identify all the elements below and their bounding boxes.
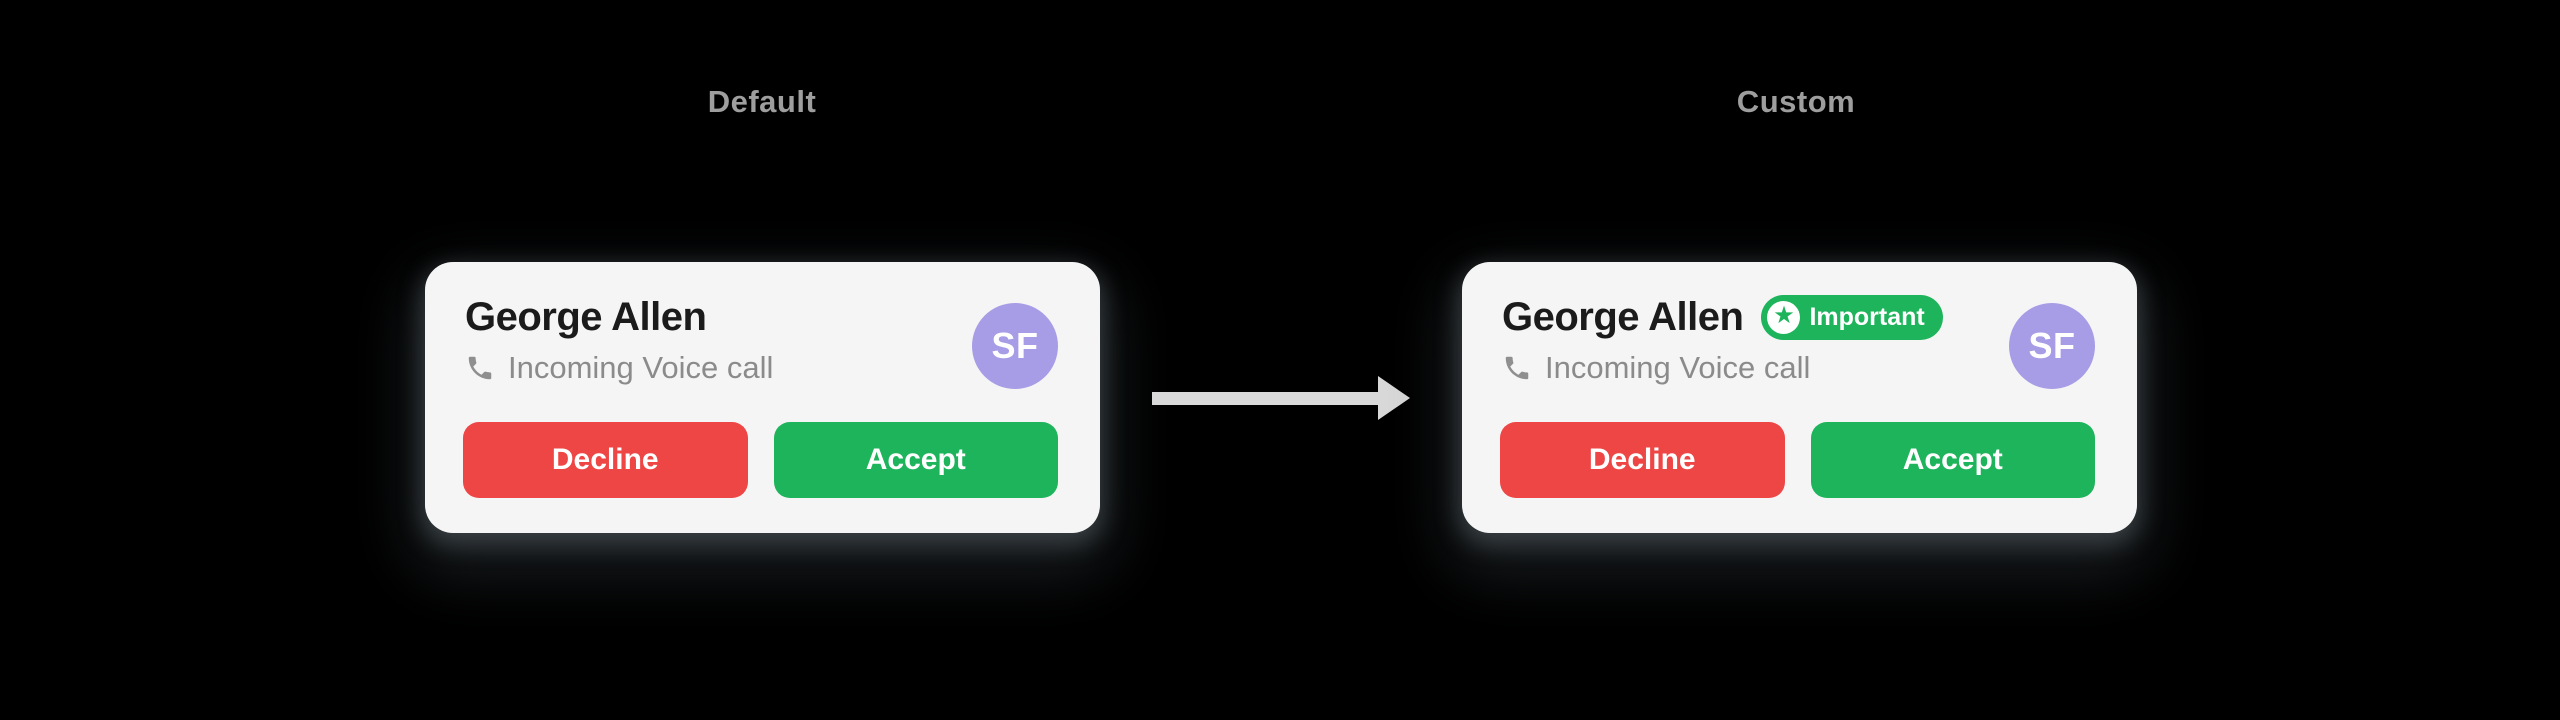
call-notification-card-default: George Allen Incoming Voice call SF Decl… [425, 262, 1100, 533]
title-row: George Allen [465, 294, 707, 340]
call-actions: Decline Accept [1500, 422, 2095, 498]
caller-name: George Allen [465, 294, 707, 339]
important-badge: ★ Important [1761, 294, 1943, 340]
caller-name: George Allen [1502, 294, 1744, 339]
custom-section-label: Custom [1736, 84, 1856, 119]
accept-button[interactable]: Accept [773, 422, 1058, 498]
arrow-shaft [1152, 392, 1380, 405]
call-actions: Decline Accept [463, 422, 1058, 498]
avatar: SF [2009, 303, 2095, 389]
accept-button[interactable]: Accept [1810, 422, 2095, 498]
call-notification-card-custom: George Allen ★ Important Incoming Voice … [1462, 262, 2137, 533]
call-subtitle: Incoming Voice call [508, 350, 774, 385]
badge-label: Important [1809, 302, 1925, 331]
arrow-head [1378, 376, 1410, 420]
decline-button[interactable]: Decline [463, 422, 748, 498]
default-section-label: Default [707, 84, 817, 119]
avatar: SF [972, 303, 1058, 389]
subtitle-row: Incoming Voice call [1502, 350, 1810, 386]
title-row: George Allen ★ Important [1502, 294, 1943, 340]
star-glyph: ★ [1773, 302, 1795, 329]
decline-button[interactable]: Decline [1500, 422, 1785, 498]
subtitle-row: Incoming Voice call [465, 350, 773, 386]
phone-icon [465, 353, 495, 383]
call-subtitle: Incoming Voice call [1545, 350, 1811, 385]
phone-icon [1502, 353, 1532, 383]
arrow-right-icon [1152, 376, 1410, 420]
star-icon: ★ [1767, 300, 1801, 334]
